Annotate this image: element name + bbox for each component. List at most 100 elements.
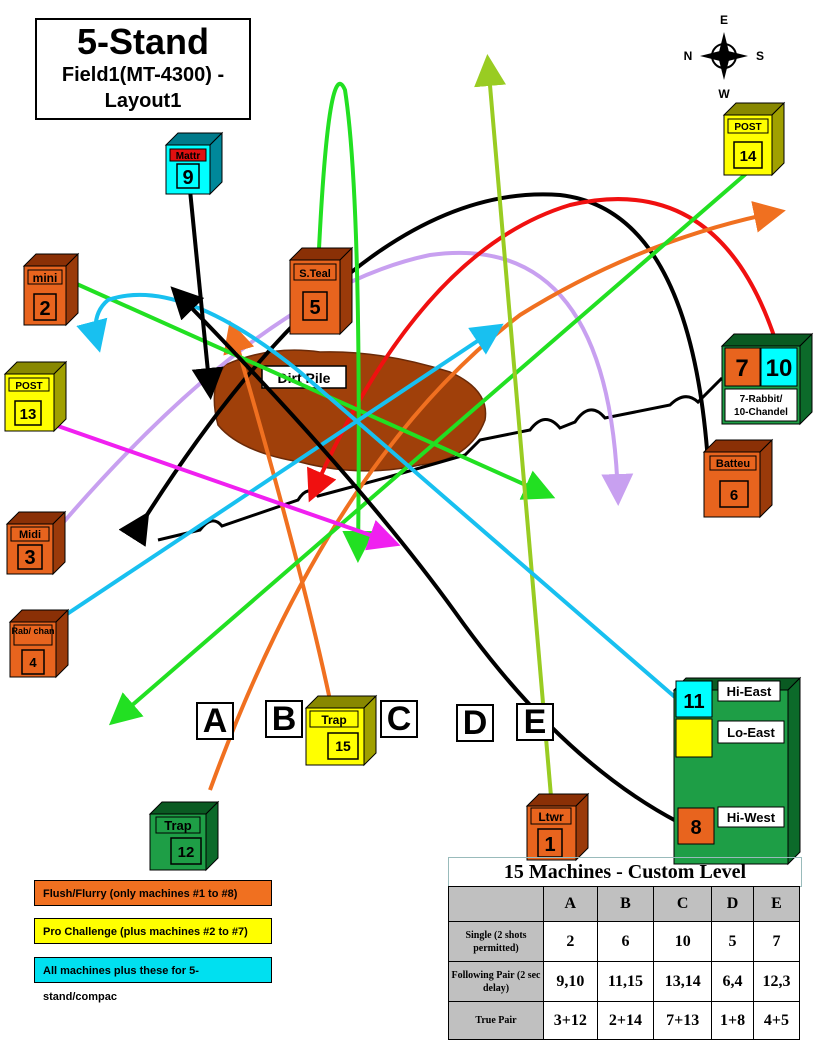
machine-tower-11-8: 11 Hi-East Lo-East 8 Hi-West	[672, 676, 802, 866]
svg-text:1: 1	[544, 834, 555, 856]
target-path-red	[307, 197, 778, 503]
machine-3: Midi 3	[5, 510, 67, 576]
svg-text:11: 11	[683, 691, 704, 713]
svg-text:Trap: Trap	[321, 713, 346, 727]
svg-text:S: S	[756, 49, 764, 63]
station-a: A	[196, 702, 234, 740]
col-header: D	[711, 886, 754, 922]
legend-pro-challenge: Pro Challenge (plus machines #2 to #7)	[34, 918, 272, 944]
row-label: Single (2 shots permitted)	[448, 921, 544, 962]
target-path-lime-ltwr	[474, 54, 554, 809]
table-row: Following Pair (2 sec delay) 9,10 11,15 …	[448, 961, 801, 1002]
compass-icon: E W N S	[684, 13, 764, 101]
table-cell: 3+12	[543, 1001, 598, 1040]
rotation-table: A B C D E Single (2 shots permitted) 2 6…	[448, 886, 801, 1040]
station-b: B	[265, 700, 303, 738]
svg-text:Mattr: Mattr	[176, 151, 201, 162]
svg-text:5: 5	[309, 297, 320, 319]
title-field: Field1(MT-4300) -	[61, 64, 225, 86]
target-path-green-mini	[49, 270, 556, 500]
svg-text:Ltwr: Ltwr	[538, 810, 564, 824]
title-layout: Layout1	[104, 90, 182, 112]
target-path-cyan-rabchan	[38, 323, 504, 634]
svg-text:6: 6	[730, 487, 738, 504]
table-cell: 4+5	[752, 1001, 801, 1040]
svg-text:10: 10	[766, 355, 793, 382]
machine-6: Batteu 6	[702, 438, 774, 519]
station-d: D	[456, 704, 494, 742]
machine-4: Rab/ chan 4	[8, 608, 70, 679]
row-label: Following Pair (2 sec delay)	[448, 961, 544, 1002]
table-header-row: A B C D E	[448, 886, 801, 922]
table-cell: 10	[653, 921, 713, 962]
svg-text:7: 7	[735, 355, 748, 382]
table-title: 15 Machines - Custom Level	[448, 857, 802, 887]
svg-text:mini: mini	[33, 271, 58, 285]
target-path-green-s-teal	[316, 82, 375, 563]
svg-text:9: 9	[182, 167, 193, 189]
table-cell: 6,4	[711, 961, 754, 1002]
machine-1: Ltwr 1	[525, 792, 590, 862]
machine-14: POST 14	[722, 101, 786, 177]
table-corner	[448, 886, 544, 922]
table-cell: 1+8	[711, 1001, 754, 1040]
target-path-black-hiwest	[170, 286, 679, 824]
svg-text:E: E	[720, 13, 728, 27]
legend-all-machines: All machines plus these for 5-stand/comp…	[34, 957, 272, 1003]
target-path-green-post14	[108, 170, 750, 726]
table-cell: 2	[543, 921, 598, 962]
fence-line	[157, 376, 724, 542]
row-label: True Pair	[448, 1001, 544, 1040]
title-main: 5-Stand	[76, 21, 209, 62]
machine-12: Trap 12	[148, 800, 220, 872]
station-e: E	[516, 703, 554, 741]
svg-text:POST: POST	[15, 381, 42, 392]
svg-text:POST: POST	[734, 122, 761, 133]
col-header: E	[752, 886, 801, 922]
svg-text:3: 3	[24, 547, 35, 569]
machine-13: POST 13	[3, 360, 68, 433]
svg-text:Lo-East: Lo-East	[727, 725, 775, 740]
machine-5: S.Teal 5	[288, 246, 354, 336]
target-path-cyan-hieast	[76, 292, 678, 700]
svg-text:2: 2	[39, 298, 50, 320]
table-cell: 7+13	[653, 1001, 713, 1040]
col-header: A	[543, 886, 598, 922]
target-path-magenta	[34, 416, 401, 551]
table-cell: 12,3	[752, 961, 801, 1002]
table-row: Single (2 shots permitted) 2 6 10 5 7	[448, 921, 801, 962]
table-cell: 11,15	[596, 961, 655, 1002]
machine-15: Trap 15	[304, 694, 378, 767]
svg-text:S.Teal: S.Teal	[299, 268, 331, 280]
svg-text:12: 12	[178, 844, 195, 861]
target-path-lavender	[48, 250, 634, 540]
svg-text:4: 4	[29, 655, 37, 670]
table-cell: 7	[752, 921, 801, 962]
col-header: B	[596, 886, 655, 922]
svg-text:Hi-West: Hi-West	[727, 810, 776, 825]
svg-text:14: 14	[740, 148, 757, 165]
svg-text:Trap: Trap	[164, 818, 192, 833]
target-path-black-arc	[118, 192, 710, 547]
svg-text:Midi: Midi	[19, 529, 41, 541]
title-box: 5-Stand Field1(MT-4300) - Layout1	[35, 18, 251, 120]
col-header: C	[653, 886, 713, 922]
table-cell: 5	[711, 921, 754, 962]
svg-text:Hi-East: Hi-East	[727, 684, 772, 699]
machine-9: Mattr 9	[164, 131, 224, 196]
table-row: True Pair 3+12 2+14 7+13 1+8 4+5	[448, 1001, 801, 1040]
svg-text:10-Chandel: 10-Chandel	[734, 407, 788, 418]
legend-flush-flurry: Flush/Flurry (only machines #1 to #8)	[34, 880, 272, 906]
svg-text:Batteu: Batteu	[716, 458, 750, 470]
svg-text:7-Rabbit/: 7-Rabbit/	[740, 394, 783, 405]
table-cell: 13,14	[653, 961, 713, 1002]
svg-text:N: N	[684, 49, 693, 63]
svg-text:15: 15	[335, 738, 351, 754]
table-cell: 6	[596, 921, 655, 962]
svg-text:W: W	[718, 87, 730, 101]
machine-7-10: 7 10 7-Rabbit/ 10-Chandel	[720, 332, 814, 426]
machine-2: mini 2	[22, 252, 80, 327]
target-path-black-mattr	[188, 189, 224, 400]
target-path-orange-trap15	[223, 320, 332, 701]
